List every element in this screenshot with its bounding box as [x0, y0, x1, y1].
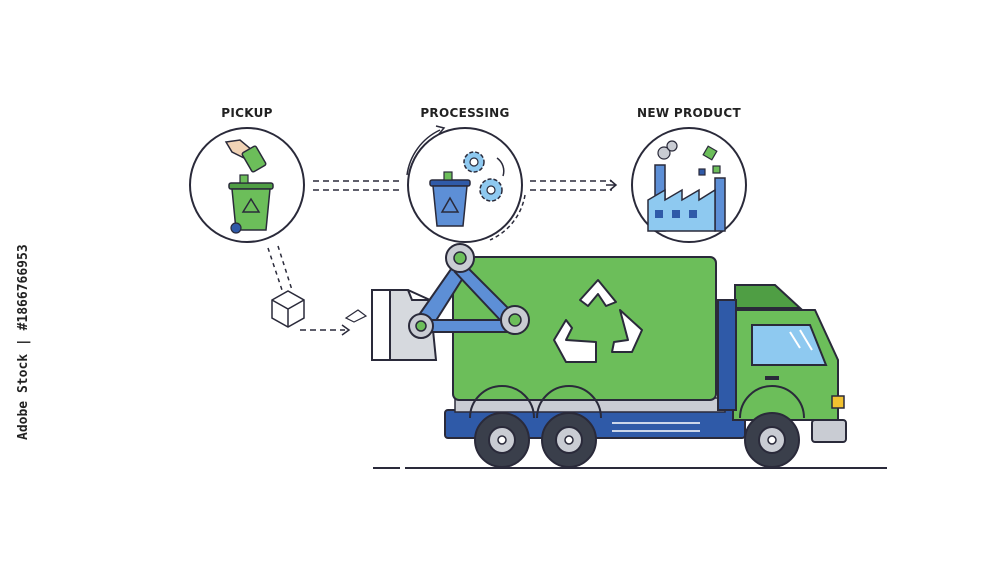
garbage-truck-icon	[372, 244, 887, 468]
trash-bin-icon	[229, 175, 273, 233]
step-label-pickup: PICKUP	[221, 106, 273, 120]
step-label-processing: PROCESSING	[420, 106, 509, 120]
trash-bin-icon	[430, 172, 470, 226]
wheel	[542, 413, 596, 467]
wheel	[475, 413, 529, 467]
new-product-step	[632, 128, 746, 242]
pickup-step	[190, 128, 304, 242]
processing-step	[407, 126, 525, 242]
wheel	[745, 413, 799, 467]
box-icon	[272, 291, 304, 327]
step-label-new-product: NEW PRODUCT	[637, 106, 741, 120]
stock-id-text: Adobe Stock | #1866766953	[16, 244, 31, 440]
paper-scrap	[346, 310, 366, 322]
